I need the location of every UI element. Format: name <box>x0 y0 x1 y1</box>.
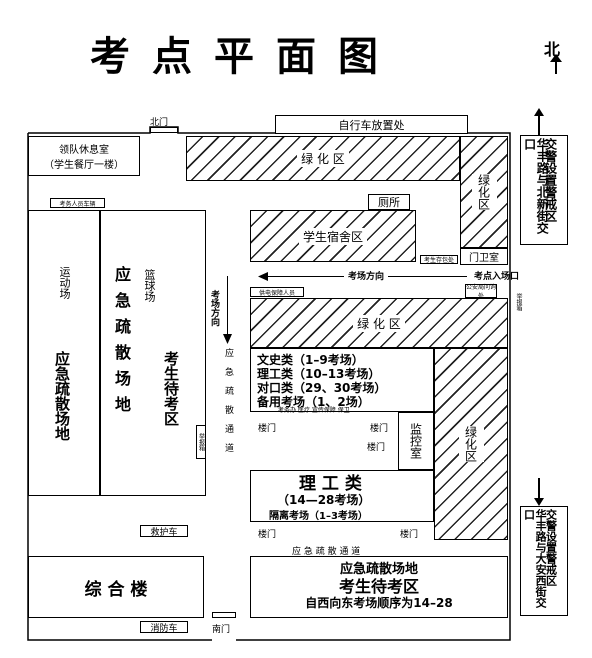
fire-truck-label: 消防车 <box>150 623 178 634</box>
staff-vehicle-area: 考务人员车辆 <box>50 198 105 208</box>
north-gate-label: 北门 <box>150 118 169 128</box>
hall-b-title: 理 工 类 <box>299 474 362 494</box>
leader-rest-room: 领队休息室 （学生餐厅一楼） <box>28 136 140 176</box>
dorm-label: 学生宿舍区 <box>298 227 367 245</box>
stairs-5: 楼门 <box>400 530 419 540</box>
emergency-area-mid-label: 应急疏散场地 <box>112 266 131 422</box>
south-block-line-3: 自西向东考场顺序为14–28 <box>305 595 453 610</box>
basketball-label: 篮球场 <box>143 269 156 302</box>
green-zone-east-upper: 绿化区 <box>460 136 508 248</box>
ambulance-label: 救护车 <box>150 527 178 538</box>
exam-hall-b: 理 工 类 （14—28考场） 隔离考场（1–3考场） <box>250 470 434 522</box>
fire-truck-spot: 消防车 <box>140 621 188 634</box>
arrow-down-icon <box>223 334 232 344</box>
stairs-1: 楼门 <box>258 424 277 434</box>
waiting-area-left-label: 考生待考区 <box>162 351 180 426</box>
bag-storage-label: 考生存包处 <box>423 257 454 264</box>
green-zone-north: 绿 化 区 <box>186 136 460 181</box>
dorm-area: 学生宿舍区 <box>250 210 416 262</box>
traffic-top-road: 华丰路与北新街交口 <box>522 138 550 234</box>
traffic-bottom-control: 交警设置警戒区 <box>544 509 558 586</box>
hall-a-line-2: 理工类（10–13考场） <box>257 367 381 381</box>
sports-field: 运动场 应急疏散场地 <box>28 210 100 496</box>
bag-storage: 考生存包处 <box>420 255 458 264</box>
stairs-2: 楼门 <box>370 424 389 434</box>
exam-direction-down-arrow <box>227 276 228 336</box>
green-zone-middle-label: 绿 化 区 <box>353 314 405 332</box>
toilet: 厕所 <box>368 194 410 210</box>
green-zone-north-label: 绿 化 区 <box>297 150 349 167</box>
comprehensive-building: 综 合 楼 <box>28 556 204 618</box>
south-block-line-2: 考生待考区 <box>338 577 419 597</box>
bike-parking-label: 自行车放置处 <box>338 118 405 132</box>
traffic-top-control: 交警设置警戒区 <box>543 138 558 222</box>
exam-direction-vertical-label: 考场方向 <box>209 290 219 326</box>
traffic-control-top: 华丰路与北新街交口 交警设置警戒区 <box>520 135 568 245</box>
report-box-right-label: 举报箱 <box>515 293 522 311</box>
ambulance-spot: 救护车 <box>140 525 188 538</box>
hall-a-line-4: 备用考场（1、2场） <box>257 395 370 409</box>
monitor-room-label: 监控室 <box>408 423 423 459</box>
guard-room: 门卫室 <box>460 248 508 265</box>
report-box-left: 举报箱 <box>196 425 206 459</box>
monitor-room: 监控室 <box>398 412 434 470</box>
stairs-3: 楼门 <box>367 443 386 453</box>
green-zone-east-middle: 绿化区 <box>434 348 508 540</box>
traffic-control-bottom: 华丰路与大安西街交口 交警设置警戒区 <box>520 506 568 616</box>
toilet-label: 厕所 <box>378 196 400 209</box>
hall-b-isolation: 隔离考场（1–3考场） <box>269 511 368 522</box>
report-box-left-label: 举报箱 <box>197 433 205 451</box>
hall-b-sub: （14—28考场） <box>277 493 371 507</box>
south-gate-label: 南门 <box>212 625 231 635</box>
north-arrow-icon <box>549 54 563 74</box>
south-waiting-block: 应急疏散场地 考生待考区 自西向东考场顺序为14–28 <box>250 556 508 618</box>
emergency-channel-horizontal-label: 应 急 疏 散 通 道 <box>292 547 361 557</box>
sports-field-label: 运动场 <box>58 266 71 299</box>
emergency-channel-vertical-label: 应急疏散通道 <box>223 348 233 462</box>
green-zone-middle: 绿 化 区 <box>250 298 508 348</box>
traffic-arrow-up-icon <box>534 108 544 136</box>
power-support-label: 供电保障人员 <box>258 289 295 297</box>
hall-a-line-1: 文史类（1–9考场） <box>257 353 364 367</box>
page-title: 考点平面图 <box>90 34 400 80</box>
south-gate-marker <box>212 612 236 618</box>
staff-vehicle-label: 考务人员车辆 <box>59 200 96 208</box>
green-zone-east-upper-label: 绿化区 <box>471 174 497 210</box>
exam-entrance-label: 考点入场口 <box>474 272 520 282</box>
exam-hall-a: 文史类（1–9考场） 理工类（10–13考场） 对口类（29、30考场） 备用考… <box>250 348 434 412</box>
power-support: 供电保障人员 <box>250 287 304 297</box>
north-gate-marker <box>150 127 178 133</box>
public-security-label: 公安局问询处 <box>466 284 497 300</box>
emergency-area-left-label: 应急疏散场地 <box>53 351 71 441</box>
stairs-4: 楼门 <box>258 530 277 540</box>
guard-room-label: 门卫室 <box>469 253 499 264</box>
comprehensive-building-label: 综 合 楼 <box>84 579 148 600</box>
hall-a-line-3: 对口类（29、30考场） <box>257 381 387 395</box>
south-block-line-1: 应急疏散场地 <box>339 562 418 578</box>
hall-a-office-label: 考务办 医疗 宣传保障 保卫 <box>278 407 350 414</box>
traffic-bottom-road: 华丰路与大安西街交口 <box>522 509 548 608</box>
traffic-arrow-down-icon <box>534 478 544 506</box>
public-security: 公安局问询处 <box>465 284 497 300</box>
basketball-court: 应急疏散场地 篮球场 考生待考区 <box>100 210 206 496</box>
leader-rest-sublabel: （学生餐厅一楼） <box>44 160 124 171</box>
leader-rest-label: 领队休息室 <box>59 145 109 156</box>
exam-direction-label: 考场方向 <box>344 269 389 282</box>
bike-parking: 自行车放置处 <box>275 115 468 134</box>
arrow-left-icon <box>258 272 268 281</box>
green-zone-east-middle-label: 绿化区 <box>458 426 484 462</box>
